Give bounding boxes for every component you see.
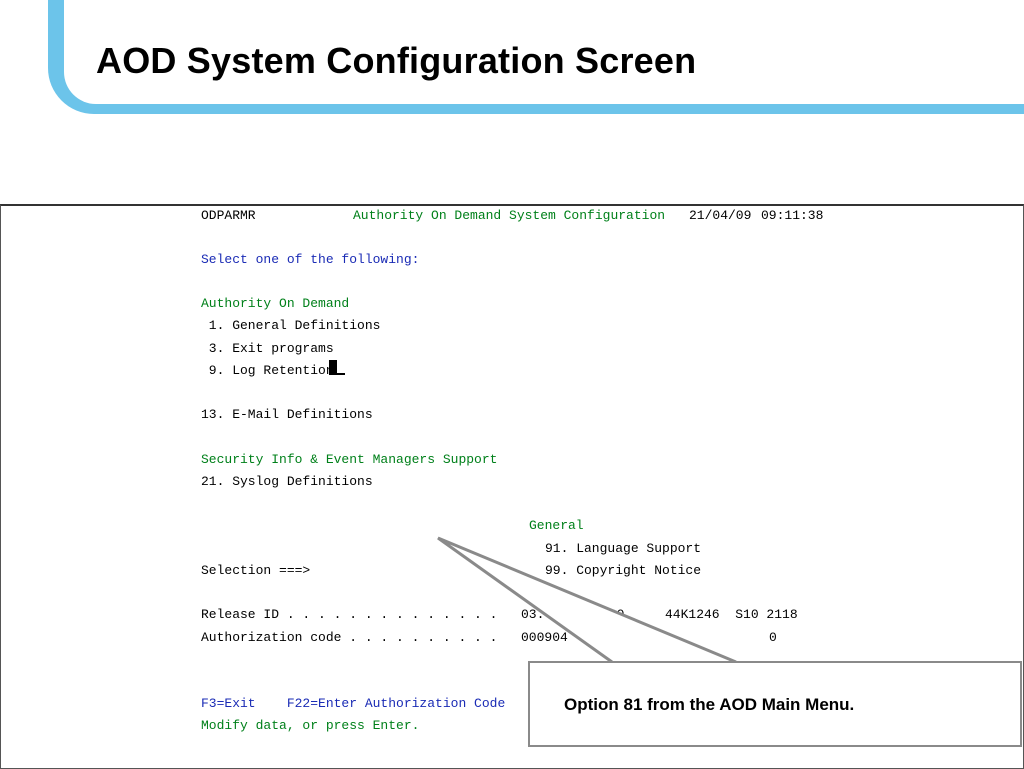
release-id-value-c: 44K1246 S10 2118: [665, 607, 798, 622]
selection-input-underline[interactable]: [337, 373, 345, 375]
release-id-label: Release ID . . . . . . . . . . . . . .: [201, 607, 498, 622]
callout-text: Option 81 from the AOD Main Menu.: [564, 695, 855, 714]
menu-option-9[interactable]: 9. Log Retention: [201, 363, 334, 378]
menu-option-91[interactable]: 91. Language Support: [545, 541, 702, 556]
section-heading-general: General: [529, 518, 584, 533]
menu-option-13[interactable]: 13. E-Mail Definitions: [201, 407, 373, 422]
menu-option-1[interactable]: 1. General Definitions: [201, 318, 381, 333]
screen-time: 09:11:38: [761, 208, 824, 223]
authorization-code-label: Authorization code . . . . . . . . . .: [201, 630, 498, 645]
function-keys[interactable]: F3=Exit F22=Enter Authorization Code: [201, 696, 506, 711]
selection-input-cursor[interactable]: [329, 360, 337, 375]
section-heading-siem: Security Info & Event Managers Support: [201, 452, 498, 467]
section-heading-aod: Authority On Demand: [201, 296, 350, 311]
menu-option-99[interactable]: 99. Copyright Notice: [545, 563, 702, 578]
instruction-text: Select one of the following:: [201, 252, 420, 267]
release-id-value-a: 03.: [521, 607, 545, 622]
program-id: ODPARMR: [201, 208, 256, 223]
callout-box: Option 81 from the AOD Main Menu.: [528, 661, 1022, 747]
menu-option-3[interactable]: 3. Exit programs: [201, 341, 334, 356]
screen-date: 21/04/09: [689, 208, 752, 223]
authorization-code-value-b: 0: [769, 630, 777, 645]
release-id-value-b: /20: [601, 607, 625, 622]
selection-prompt: Selection ===>: [201, 563, 311, 578]
status-message: Modify data, or press Enter.: [201, 718, 420, 733]
slide-title: AOD System Configuration Screen: [96, 40, 697, 81]
authorization-code-value-a: 000904: [521, 630, 568, 645]
screen-title: Authority On Demand System Configuration: [353, 208, 666, 223]
header-background: [64, 0, 1024, 104]
menu-option-21[interactable]: 21. Syslog Definitions: [201, 474, 373, 489]
